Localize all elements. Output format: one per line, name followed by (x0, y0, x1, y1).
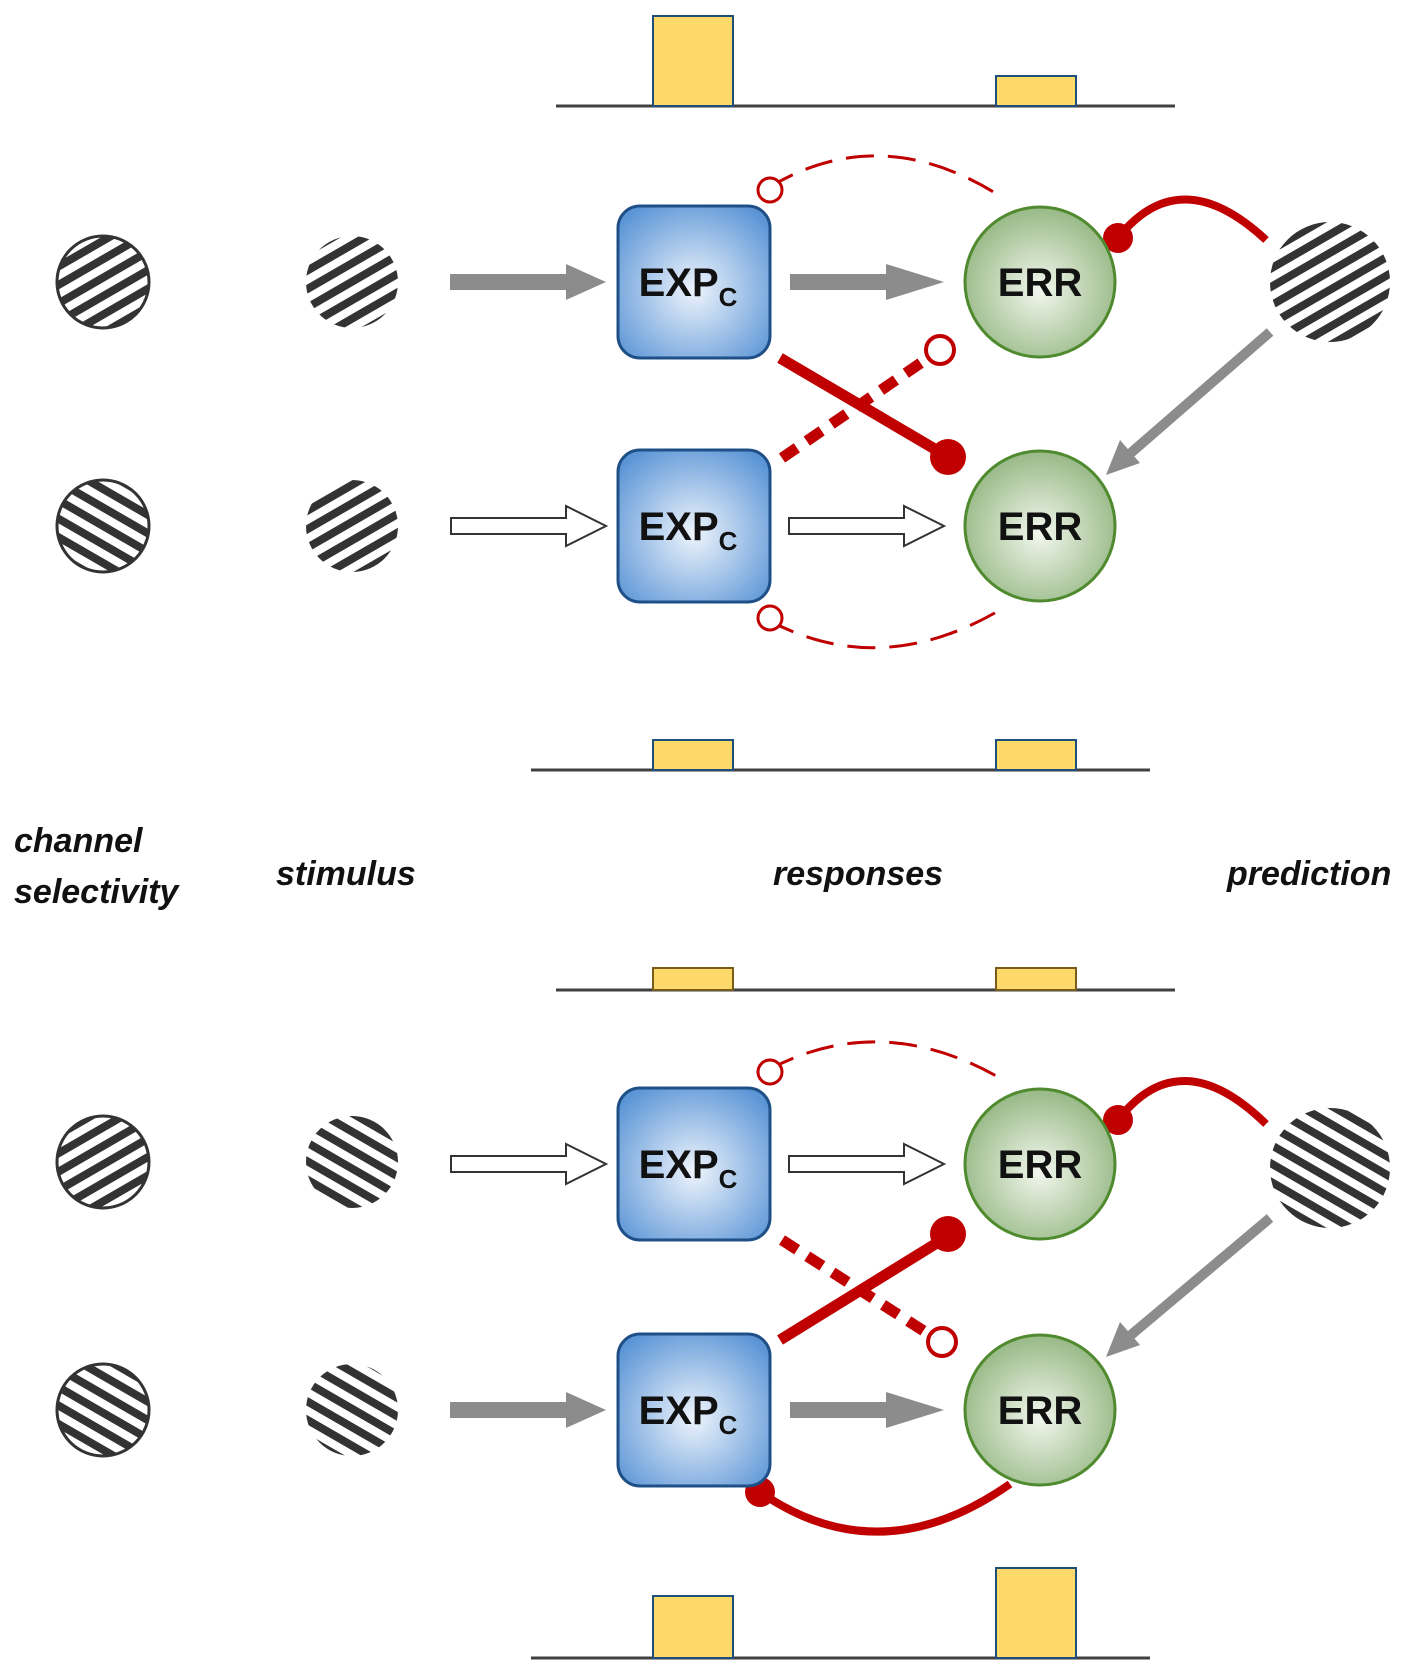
error-node: ERR (963, 449, 1117, 603)
response-bar (652, 739, 734, 771)
upper-panel: EXPC EXPC ERR ERR (55, 15, 1390, 772)
response-bar (995, 739, 1077, 771)
error-node: ERR (963, 1333, 1117, 1487)
excitatory-arrow (790, 1392, 944, 1428)
channel-selectivity-grating-icon (55, 478, 151, 574)
inhibitory-terminal-icon (926, 1326, 958, 1358)
error-node: ERR (963, 1087, 1117, 1241)
error-label: ERR (998, 505, 1083, 549)
stimulus-grating-icon (306, 480, 398, 572)
error-label: ERR (998, 1143, 1083, 1187)
response-bar (995, 967, 1077, 991)
prediction-inhibitory-connection (1114, 1077, 1269, 1127)
column-labels: channel selectivity stimulus responses p… (14, 822, 1391, 911)
inhibitory-terminal-icon (924, 334, 956, 366)
stimulus-grating-icon (306, 236, 398, 328)
svg-text:EXPC: EXPC (639, 1389, 738, 1440)
weak-excitatory-arrow (788, 1142, 947, 1186)
inhibitory-terminal-icon (1103, 223, 1133, 253)
channel-selectivity-grating-icon (55, 1114, 151, 1210)
expectation-subscript: C (719, 1410, 738, 1440)
inhibitory-terminal-icon (756, 1058, 784, 1086)
expectation-label: EXP (639, 505, 719, 549)
expectation-subscript: C (719, 282, 738, 312)
inhibitory-terminal-icon (756, 176, 784, 204)
expectation-subscript: C (719, 1164, 738, 1194)
expectation-node: EXPC (616, 1332, 772, 1488)
responses-label: responses (773, 855, 943, 893)
weak-excitatory-arrow (788, 504, 947, 548)
arrowhead (1106, 1322, 1140, 1357)
response-bar (995, 75, 1077, 107)
expectation-node: EXPC (616, 1086, 772, 1242)
expectation-label: EXP (639, 1143, 719, 1187)
svg-text:EXPC: EXPC (639, 261, 738, 312)
excitatory-arrow (450, 1392, 606, 1428)
error-label: ERR (998, 261, 1083, 305)
response-trace-bottom-1 (531, 739, 1150, 772)
error-label: ERR (998, 1389, 1083, 1433)
prediction-excitatory-arrow (1121, 328, 1274, 462)
stimulus-grating-icon (306, 1364, 398, 1456)
weak-excitatory-arrow (450, 504, 609, 548)
expectation-label: EXP (639, 261, 719, 305)
response-bar (995, 1567, 1077, 1659)
stimulus-label: stimulus (276, 855, 416, 893)
channel-selectivity-grating-icon (55, 1362, 151, 1458)
weak-feedback-connection (767, 1040, 1001, 1080)
lower-panel: EXPC EXPC ERR ERR (55, 967, 1390, 1660)
channel-selectivity-grating-icon (55, 234, 151, 330)
expectation-subscript: C (719, 526, 738, 556)
expectation-label: EXP (639, 1389, 719, 1433)
expectation-node: EXPC (616, 448, 772, 604)
response-trace-bottom-2 (531, 1567, 1150, 1660)
excitatory-arrow (450, 264, 606, 300)
prediction-label: prediction (1226, 855, 1391, 893)
prediction-grating-icon (1270, 1108, 1390, 1228)
response-trace-top-1 (556, 15, 1175, 108)
error-node: ERR (963, 205, 1117, 359)
weak-feedback-connection (767, 154, 1001, 198)
prediction-excitatory-arrow (1121, 1214, 1274, 1344)
stimulus-grating-icon (306, 1116, 398, 1208)
inhibitory-terminal-icon (756, 604, 784, 632)
svg-text:EXPC: EXPC (639, 1143, 738, 1194)
inhibitory-terminal-icon (930, 439, 966, 475)
weak-excitatory-arrow (450, 1142, 609, 1186)
response-bar (652, 967, 734, 991)
expectation-node: EXPC (616, 204, 772, 360)
response-bar (652, 1595, 734, 1659)
inhibitory-terminal-icon (930, 1216, 966, 1252)
weak-feedback-connection (767, 608, 1001, 650)
prediction-grating-icon (1270, 222, 1390, 342)
channel-selectivity-label-line1: channel (14, 822, 144, 860)
prediction-inhibitory-connection (1114, 195, 1269, 243)
feedback-inhibitory-connection (757, 1480, 1013, 1536)
inhibitory-terminal-icon (1103, 1105, 1133, 1135)
response-bar (652, 15, 734, 107)
channel-selectivity-label-line2: selectivity (14, 873, 181, 911)
svg-text:EXPC: EXPC (639, 505, 738, 556)
response-trace-top-2 (556, 967, 1175, 992)
arrowhead (1106, 440, 1140, 475)
excitatory-arrow (790, 264, 944, 300)
